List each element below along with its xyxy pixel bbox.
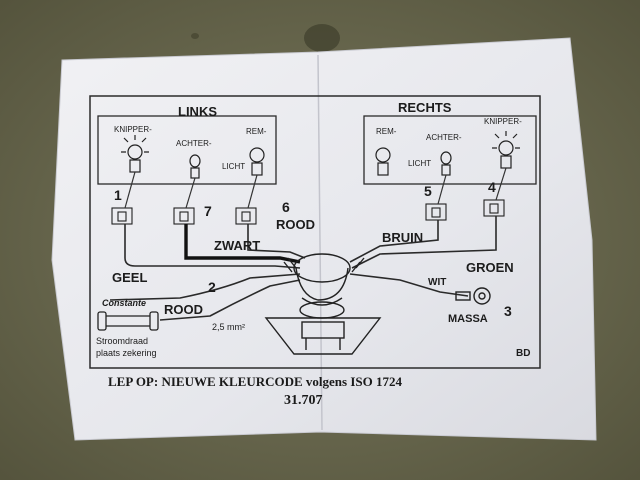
lamp-label-left-brake: REM- <box>246 127 267 136</box>
connector-1 <box>111 207 133 225</box>
lamp-label-right-rear: ACHTER- <box>426 133 462 142</box>
wire-number-7: 7 <box>204 203 212 219</box>
wire-label-rood-top: ROOD <box>276 217 315 232</box>
left-lamp-box <box>97 115 277 185</box>
bulb-right-brake <box>375 147 391 176</box>
zekering-label: plaats zekering <box>96 348 157 358</box>
side-label-left: LINKS <box>178 104 217 119</box>
wire-number-1: 1 <box>114 187 122 203</box>
wire-label-zwart: ZWART <box>214 238 260 253</box>
wire-number-3: 3 <box>504 303 512 319</box>
paper-sheet <box>51 37 597 441</box>
lamp-label-right-indicator: KNIPPER- <box>484 117 522 126</box>
wire-label-groen: GROEN <box>466 260 514 275</box>
wire-label-massa: MASSA <box>448 313 488 325</box>
fuse-holder <box>97 311 159 331</box>
connector-6 <box>235 207 257 225</box>
wire-geel <box>124 224 301 269</box>
wire-rood-bottom <box>159 279 301 321</box>
floor-stain <box>304 24 340 52</box>
gauge-label: 2,5 mm² <box>212 322 245 332</box>
wire-bulb-left-rear <box>185 177 196 209</box>
lamp-label-left-rear: ACHTER- <box>176 139 212 148</box>
wire-bulb-left-indicator <box>124 171 136 209</box>
connector-5 <box>425 203 447 221</box>
wire-rood-top <box>247 224 306 259</box>
wire-bulb-right-indicator <box>495 167 507 201</box>
lamp-label-left-indicator: KNIPPER- <box>114 125 152 134</box>
connector-4 <box>483 199 505 217</box>
wire-label-bruin: BRUIN <box>382 230 423 245</box>
wire-label-wit: WIT <box>428 277 446 288</box>
wire-wit <box>349 273 469 297</box>
wire-number-4: 4 <box>488 179 496 195</box>
wire-number-2: 2 <box>208 279 216 295</box>
lamp-label-left-light: LICHT <box>222 162 245 171</box>
stroomdraad-label: Stroomdraad <box>96 336 148 346</box>
bulb-right-indicator <box>492 131 520 169</box>
floor-spot <box>191 33 199 39</box>
initials-label: BD <box>516 348 530 359</box>
warning-text: LEP OP: NIEUWE KLEURCODE volgens ISO 172… <box>108 374 402 389</box>
lamp-label-right-brake: REM- <box>376 127 397 136</box>
wire-number-6: 6 <box>282 199 290 215</box>
constante-label: Constante <box>102 298 146 308</box>
diagram-border <box>89 95 541 369</box>
wire-bulb-right-rear <box>437 174 447 205</box>
wire-geel-return <box>109 273 301 301</box>
connector-7 <box>173 207 195 225</box>
lamp-label-right-light: LICHT <box>408 159 431 168</box>
ground-terminal <box>455 287 491 305</box>
wire-groen <box>351 216 497 269</box>
main-plug <box>283 253 365 306</box>
wire-bruin <box>349 220 439 263</box>
wire-number-5: 5 <box>424 183 432 199</box>
side-label-right: RECHTS <box>398 100 452 115</box>
right-lamp-box <box>363 115 537 185</box>
plug-base <box>264 301 382 355</box>
wire-label-geel: GEEL <box>112 270 147 285</box>
wire-label-rood-bottom: ROOD <box>164 302 203 317</box>
part-number: 31.707 <box>284 393 323 408</box>
wire-bulb-left-brake <box>247 174 258 209</box>
